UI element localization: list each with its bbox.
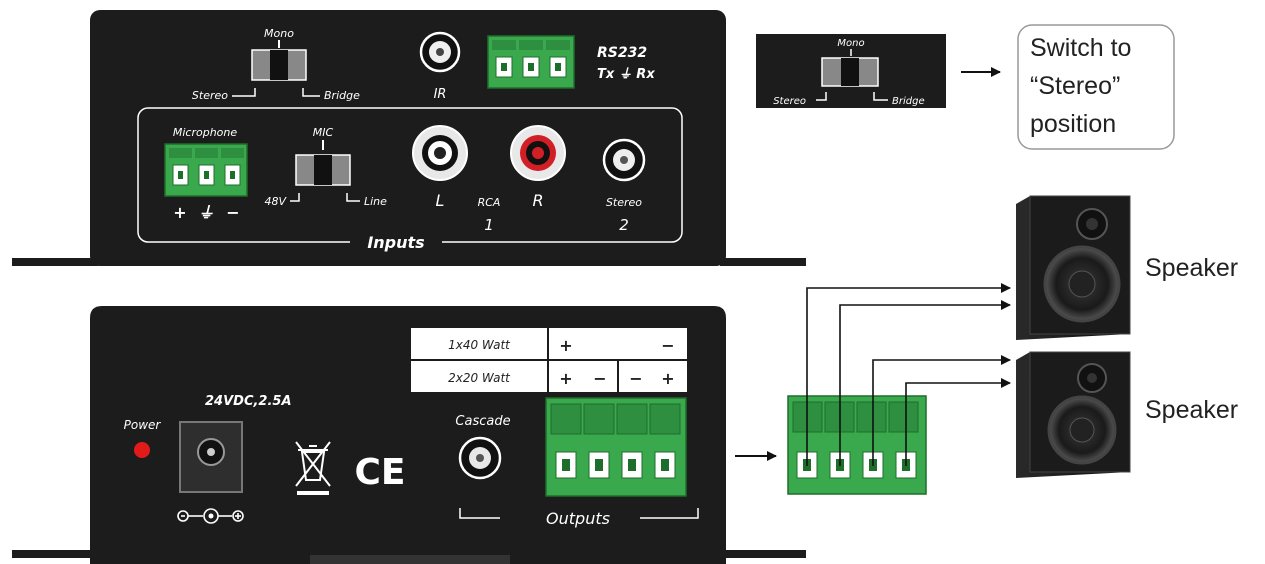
rca-right-label: R: [532, 191, 543, 210]
inputs-label: Inputs: [367, 233, 424, 252]
speaker-1: Speaker: [1016, 195, 1238, 340]
watt-row-2-sign-1: +: [559, 369, 572, 388]
speaker-1-label: Speaker: [1145, 254, 1238, 282]
output-terminal[interactable]: [545, 397, 687, 497]
mic-switch-right-label: Line: [364, 195, 387, 208]
power-led: [134, 442, 150, 458]
bottom-panel: 1x40 Watt 2x20 Watt + − + − − + Power 24…: [12, 306, 806, 564]
top-panel: Mono Stereo Bridge IR RS232 Tx ⏚: [12, 10, 806, 266]
wire-1: [806, 283, 1011, 466]
note-line-1: Switch to: [1030, 34, 1131, 62]
mounting-foot-right: [720, 550, 806, 558]
wire-3: [872, 355, 1011, 466]
power-label: Power: [124, 418, 162, 432]
rca-right-jack[interactable]: R: [510, 125, 566, 210]
mic-pin-plus: +: [173, 203, 186, 222]
stereo-title: Stereo: [606, 196, 642, 209]
cascade-jack[interactable]: Cascade: [455, 414, 511, 480]
mic-switch-left-label: 48V: [264, 195, 287, 208]
callout-switch-left: Stereo: [773, 96, 806, 107]
mic-pin-ground: ⏚: [198, 203, 214, 222]
mic-switch[interactable]: MIC 48V Line: [264, 126, 387, 208]
callout-switch-title: Mono: [837, 38, 864, 49]
callout-switch-right: Bridge: [892, 96, 925, 107]
mounting-foot-left: [12, 550, 98, 558]
microphone-terminal[interactable]: Microphone + ⏚ −: [164, 126, 248, 222]
watt-row-2-sign-2: −: [593, 369, 606, 388]
wiring: [735, 283, 1011, 495]
wire-2: [839, 300, 1011, 466]
rs232-terminal[interactable]: RS232 Tx ⏚ Rx: [487, 35, 655, 89]
wire-4: [905, 378, 1011, 466]
outputs-label: Outputs: [546, 509, 610, 528]
rs232-title: RS232: [597, 45, 647, 61]
mode-switch-right-label: Bridge: [324, 89, 360, 102]
mode-switch[interactable]: Mono Stereo Bridge: [192, 27, 360, 102]
mic-pin-minus: −: [226, 203, 239, 222]
mode-switch-left-label: Stereo: [192, 89, 228, 102]
stereo-number: 2: [619, 216, 629, 234]
watt-row-2-label: 2x20 Watt: [448, 371, 511, 385]
stereo-2-jack[interactable]: Stereo 2: [602, 138, 646, 234]
ce-mark: CE: [354, 452, 405, 493]
dc-polarity-icon: [177, 508, 244, 524]
mic-switch-title: MIC: [313, 126, 334, 139]
ir-label: IR: [434, 87, 447, 102]
mode-switch-title: Mono: [264, 27, 294, 40]
dc-power-jack[interactable]: 24VDC,2.5A: [177, 394, 292, 524]
rca-left-jack[interactable]: L: [412, 125, 468, 210]
rs232-pins: Tx ⏚ Rx: [597, 67, 655, 82]
microphone-title: Microphone: [173, 126, 238, 139]
rca-left-label: L: [436, 191, 445, 210]
watt-table: 1x40 Watt 2x20 Watt + − + − − +: [409, 326, 689, 394]
dc-label: 24VDC,2.5A: [205, 394, 292, 409]
rca-group-number: 1: [484, 216, 494, 234]
ir-jack[interactable]: IR: [419, 31, 461, 102]
note-line-2: “Stereo”: [1030, 72, 1120, 100]
note-box: [1017, 24, 1175, 150]
cascade-label: Cascade: [455, 414, 510, 429]
watt-row-2-sign-3: −: [629, 369, 642, 388]
note-line-3: position: [1030, 110, 1116, 138]
speaker-2-label: Speaker: [1145, 396, 1238, 424]
watt-row-1-sign-4: −: [661, 336, 674, 355]
mounting-foot-right: [720, 258, 806, 266]
mounting-foot-left: [12, 258, 98, 266]
rca-group-label: RCA: [478, 196, 501, 209]
watt-row-1-label: 1x40 Watt: [448, 338, 511, 352]
speaker-connector-block: [787, 395, 927, 495]
watt-row-2-sign-4: +: [661, 369, 674, 388]
power-indicator: Power: [124, 418, 162, 458]
watt-row-1-sign-1: +: [559, 336, 572, 355]
weee-bin-icon: [295, 441, 331, 495]
switch-callout: Mono Stereo Bridge Switch to “Stereo” po…: [756, 24, 1175, 150]
speaker-2: Speaker: [1016, 351, 1238, 478]
